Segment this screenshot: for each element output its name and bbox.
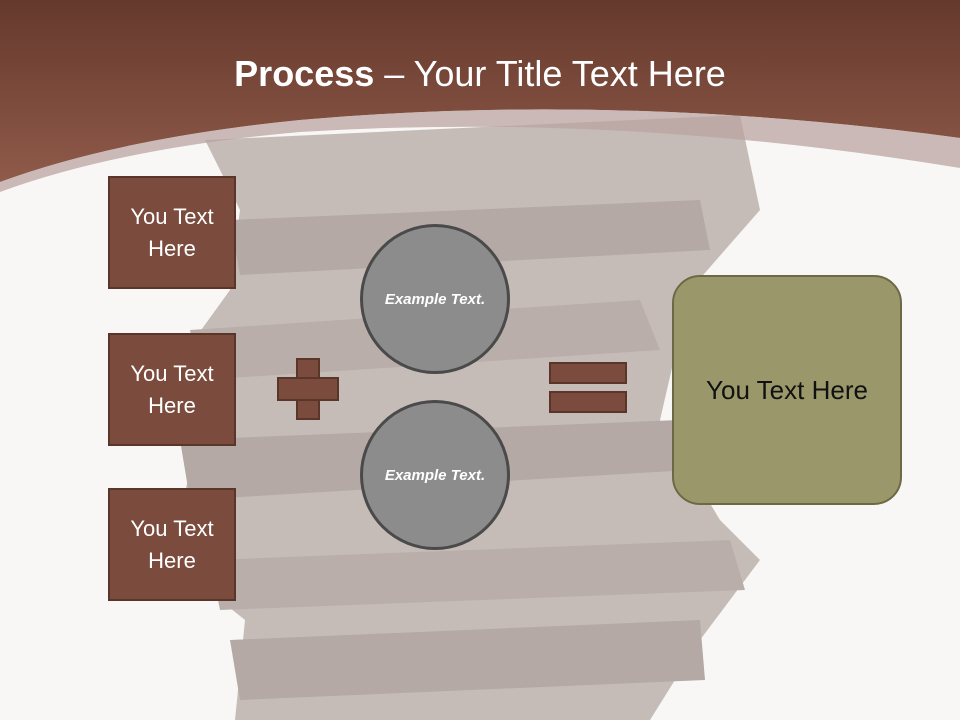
header-accent-curve <box>0 109 960 192</box>
example-circle-2: Example Text. <box>360 400 510 550</box>
example-circle-1: Example Text. <box>360 224 510 374</box>
title-rest: – Your Title Text Here <box>374 53 726 94</box>
example-circle-2-label: Example Text. <box>384 466 486 484</box>
input-box-2: You Text Here <box>108 333 236 446</box>
result-box: You Text Here <box>672 275 902 505</box>
header-band <box>0 0 960 182</box>
result-box-label: You Text Here <box>706 375 868 405</box>
input-box-1-label: You Text Here <box>130 203 214 261</box>
plus-center-fill <box>298 379 318 399</box>
title-bold: Process <box>234 53 375 94</box>
input-box-3: You Text Here <box>108 488 236 601</box>
example-circle-1-label: Example Text. <box>384 290 486 308</box>
slide-title: Process – Your Title Text Here <box>0 52 960 96</box>
input-box-1: You Text Here <box>108 176 236 289</box>
input-box-3-label: You Text Here <box>130 515 214 573</box>
equals-bottom-bar <box>549 391 627 413</box>
input-box-2-label: You Text Here <box>130 360 214 418</box>
equals-top-bar <box>549 362 627 384</box>
